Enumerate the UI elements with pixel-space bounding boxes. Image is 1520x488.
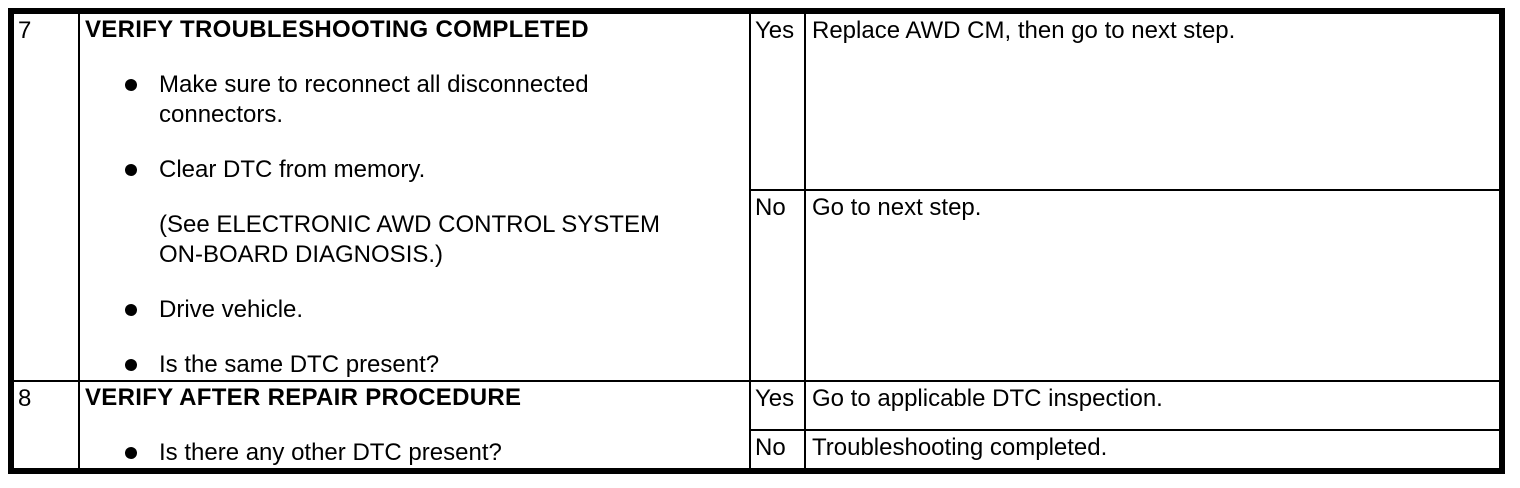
step7-number-cell: 7 <box>10 10 80 382</box>
bullet-icon <box>125 295 159 325</box>
step8-answer-yes-cell: Yes <box>749 380 806 431</box>
checklist-item: Make sure to reconnect all disconnected … <box>125 70 743 130</box>
bullet-icon <box>125 350 159 379</box>
checklist-item-text: Drive vehicle. <box>159 296 304 323</box>
step8-yes-row: 8 VERIFY AFTER REPAIR PROCEDURE Is there… <box>10 380 1503 472</box>
checklist-item: Drive vehicle. <box>125 295 743 325</box>
step8-action-no-cell: Troubleshooting completed. <box>804 428 1503 473</box>
step7-no-row: No Go to next step. <box>11 189 1503 382</box>
checklist-item-text: Make sure to reconnect all disconnected … <box>159 71 589 128</box>
step8-answer-no-cell: No <box>749 428 806 473</box>
bullet-icon <box>125 70 159 130</box>
step7-action-yes-cell: Replace AWD CM, then go to next step. <box>804 9 1503 192</box>
step7-action-no-cell: Go to next step. <box>804 189 1503 382</box>
step7-yes-row: 7 VERIFY TROUBLESHOOTING COMPLETED Make … <box>10 9 1503 382</box>
see-reference-note: (See ELECTRONIC AWD CONTROL SYSTEM ON-BO… <box>159 211 660 268</box>
checklist-item-text: Clear DTC from memory. <box>159 156 426 183</box>
checklist-item: Is there any other DTC present? <box>125 438 743 468</box>
step7-inspection-cell: VERIFY TROUBLESHOOTING COMPLETED Make su… <box>78 10 751 382</box>
step8-action-yes-cell: Go to applicable DTC inspection. <box>804 380 1503 431</box>
checklist-item-text: Is the same DTC present? <box>159 351 440 378</box>
step8-heading: VERIFY AFTER REPAIR PROCEDURE <box>85 384 522 411</box>
step7-heading: VERIFY TROUBLESHOOTING COMPLETED <box>85 16 589 43</box>
step8-inspection-cell: VERIFY AFTER REPAIR PROCEDURE Is there a… <box>78 380 751 472</box>
checklist-item: Clear DTC from memory. <box>125 155 743 185</box>
bullet-icon <box>125 438 159 468</box>
troubleshooting-table: 7 VERIFY TROUBLESHOOTING COMPLETED Make … <box>8 8 1505 474</box>
step8-number-cell: 8 <box>10 380 80 472</box>
checklist-item-text: Is there any other DTC present? <box>159 439 502 466</box>
bullet-icon <box>125 155 159 185</box>
step8-no-row: No Troubleshooting completed. <box>11 428 1503 473</box>
step7-answer-no-cell: No <box>749 189 806 382</box>
step7-answer-yes-cell: Yes <box>749 9 806 192</box>
checklist-item: Is the same DTC present? <box>125 350 743 379</box>
